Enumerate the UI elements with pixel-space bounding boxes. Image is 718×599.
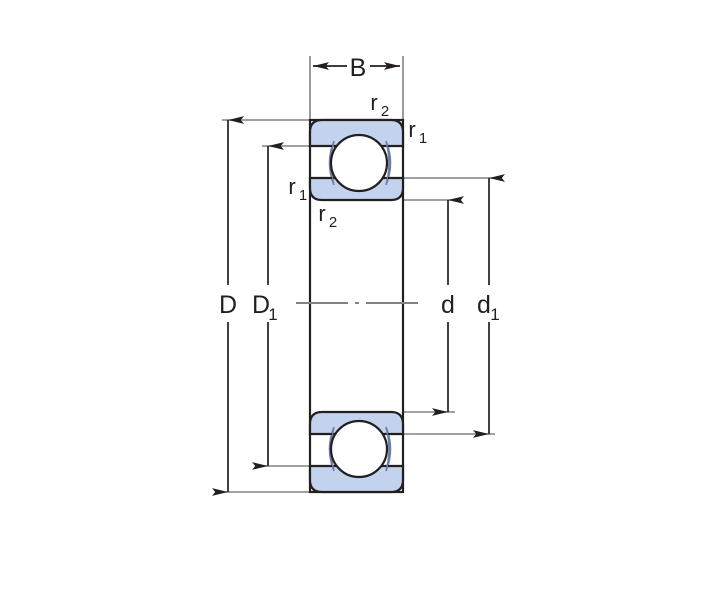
- raceway-groove-right-bottom: [385, 426, 392, 472]
- label-d1-bore-subscript: 1: [490, 305, 499, 324]
- label-r1-outer-side-subscript: 1: [419, 130, 427, 147]
- raceway-groove-right-top: [385, 140, 392, 186]
- label-r2-outer-top-subscript: 2: [381, 103, 389, 120]
- outer-ring-top: [308, 118, 405, 148]
- label-b: B: [350, 54, 367, 82]
- label-r1-inner-side-subscript: 1: [299, 187, 307, 204]
- label-r1-inner-side: r: [288, 174, 295, 199]
- dimension-lines: [212, 62, 505, 496]
- label-d-outer: D: [219, 291, 237, 319]
- label-r2-inner-bottom-subscript: 2: [329, 214, 337, 231]
- label-r1-outer-side: r: [408, 117, 415, 142]
- ball-top: [329, 133, 389, 193]
- label-d-bore: d: [441, 291, 455, 319]
- ball-bottom: [329, 419, 389, 479]
- label-d1-bore: d: [477, 291, 491, 319]
- label-d1-outer: D: [252, 291, 270, 319]
- label-r2-outer-top: r: [370, 90, 377, 115]
- outer-ring-bottom: [308, 464, 405, 494]
- ring-separation-lines: [310, 145, 403, 467]
- label-r2-inner-bottom: r: [318, 201, 325, 226]
- bearing-body: [308, 118, 405, 494]
- label-d1-outer-subscript: 1: [268, 305, 277, 324]
